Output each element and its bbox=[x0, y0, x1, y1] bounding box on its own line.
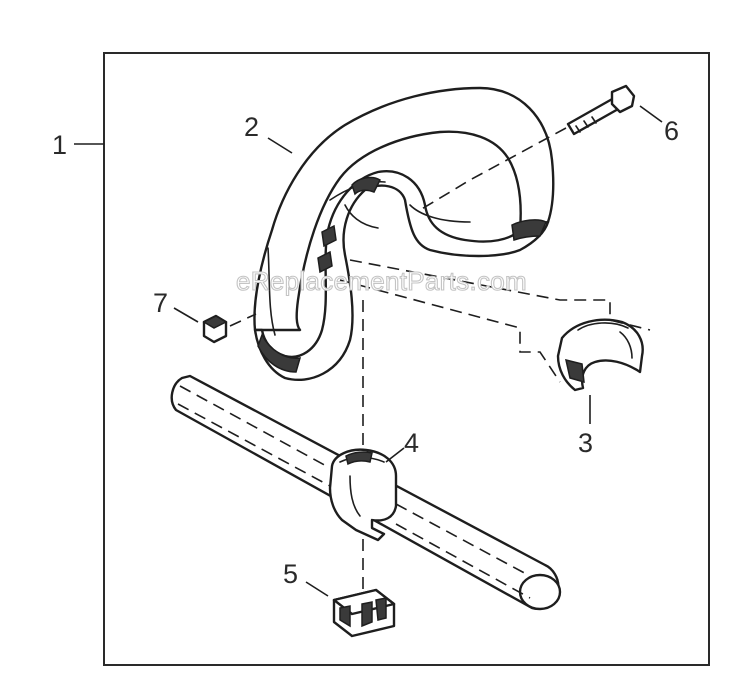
callout-1: 1 bbox=[52, 130, 67, 160]
handle-loop bbox=[253, 86, 555, 382]
callout-3: 3 bbox=[578, 428, 593, 458]
leader-5 bbox=[305, 581, 329, 597]
alignment-line-nut bbox=[229, 313, 257, 327]
alignment-line-clamp bbox=[349, 259, 651, 331]
assembly-frame bbox=[103, 52, 710, 666]
plug bbox=[332, 588, 396, 638]
bracket bbox=[328, 448, 398, 542]
leader-2 bbox=[267, 137, 293, 154]
nut bbox=[202, 314, 228, 344]
alignment-line-clamp-lower bbox=[339, 279, 561, 383]
callout-2: 2 bbox=[244, 112, 259, 142]
clamp-half bbox=[556, 318, 644, 392]
leader-6 bbox=[639, 105, 663, 123]
callout-5: 5 bbox=[283, 559, 298, 589]
bolt bbox=[566, 84, 636, 136]
callout-4: 4 bbox=[404, 428, 419, 458]
leader-7 bbox=[173, 307, 199, 323]
leader-4 bbox=[385, 447, 405, 463]
watermark-text: eReplacementParts.com bbox=[236, 266, 527, 296]
callout-7: 7 bbox=[153, 288, 168, 318]
callout-6: 6 bbox=[664, 116, 679, 146]
